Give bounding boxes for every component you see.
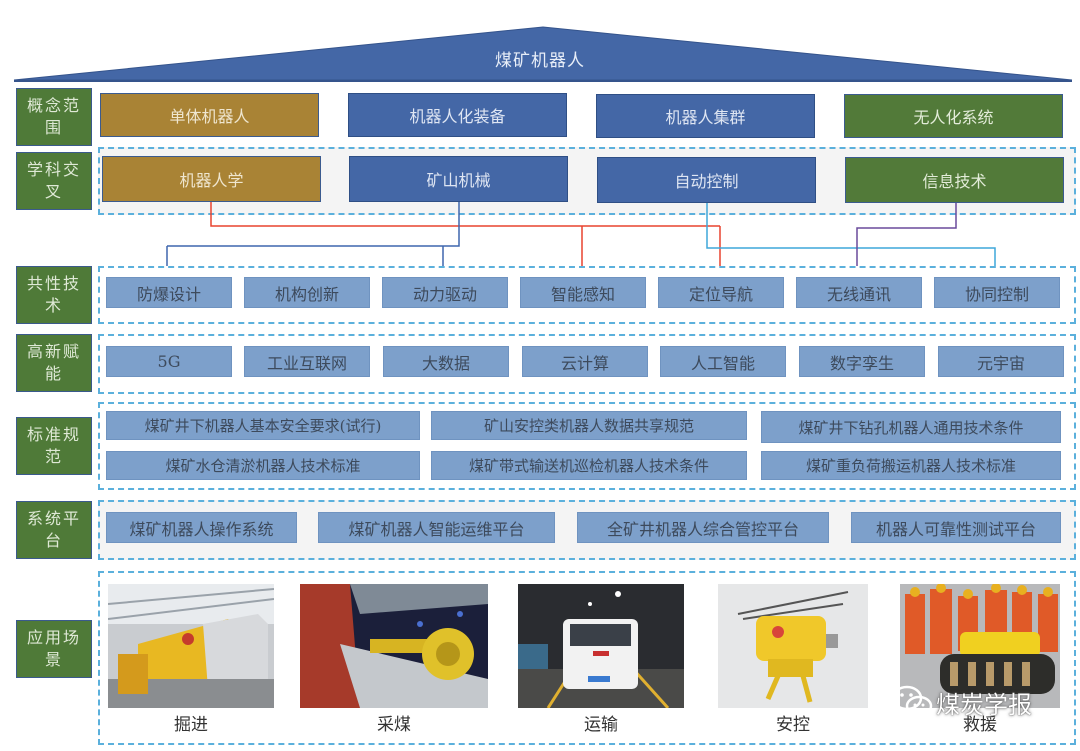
- standard-underground-safety: 煤矿井下机器人基本安全要求(试行): [106, 411, 420, 440]
- discipline-information-tech: 信息技术: [845, 157, 1064, 203]
- empower-big-data: 大数据: [383, 346, 509, 377]
- standard-sump-dredging: 煤矿水仓清淤机器人技术标准: [106, 451, 420, 480]
- wechat-icon: [891, 685, 933, 717]
- empower-digital-twin: 数字孪生: [799, 346, 925, 377]
- row-label-discipline: 学科交叉: [16, 152, 92, 210]
- empower-industrial-internet: 工业互联网: [244, 346, 370, 377]
- tech-cooperative-control: 协同控制: [934, 277, 1060, 308]
- standard-data-sharing: 矿山安控类机器人数据共享规范: [431, 411, 747, 440]
- scene-image-rescue: [900, 584, 1060, 708]
- discipline-mining-machinery: 矿山机械: [349, 156, 568, 202]
- watermark-text: 煤炭学报: [936, 690, 1032, 719]
- platform-mine-management: 全矿井机器人综合管控平台: [577, 512, 829, 543]
- concept-single-robot: 单体机器人: [100, 93, 319, 137]
- watermark: 煤炭学报: [890, 684, 1032, 720]
- row-label-platform: 系统平台: [16, 501, 92, 559]
- tech-positioning-navigation: 定位导航: [658, 277, 784, 308]
- standard-heavy-load-transport: 煤矿重负荷搬运机器人技术标准: [761, 451, 1061, 480]
- concept-robotized-equipment: 机器人化装备: [348, 93, 567, 137]
- discipline-automatic-control: 自动控制: [597, 157, 816, 203]
- scene-label-rescue: 救援: [963, 715, 997, 735]
- scene-image-coal-mining: [300, 584, 488, 708]
- tech-wireless-communication: 无线通讯: [796, 277, 922, 308]
- concept-robot-cluster: 机器人集群: [596, 94, 815, 138]
- tech-explosion-proof: 防爆设计: [106, 277, 232, 308]
- empower-5g: 5G: [106, 346, 232, 377]
- row-label-concept: 概念范围: [16, 88, 92, 146]
- row-label-standards: 标准规范: [16, 417, 92, 475]
- scene-label-safety-control: 安控: [776, 715, 810, 735]
- scene-image-transport: [518, 584, 684, 708]
- discipline-robotics: 机器人学: [102, 156, 321, 202]
- standard-drilling-robot: 煤矿井下钻孔机器人通用技术条件: [761, 411, 1061, 443]
- row-label-common-tech: 共性技术: [16, 266, 92, 324]
- tech-intelligent-perception: 智能感知: [520, 277, 646, 308]
- empower-metaverse: 元宇宙: [938, 346, 1064, 377]
- empower-ai: 人工智能: [660, 346, 786, 377]
- platform-reliability-testing: 机器人可靠性测试平台: [851, 512, 1061, 543]
- scene-image-safety-control: [718, 584, 868, 708]
- concept-unmanned-system: 无人化系统: [844, 94, 1063, 138]
- platform-operating-system: 煤矿机器人操作系统: [106, 512, 297, 543]
- row-label-application: 应用场景: [16, 620, 92, 678]
- scene-label-tunneling: 掘进: [174, 715, 208, 735]
- scene-label-transport: 运输: [584, 715, 618, 735]
- row-label-empowerment: 高新赋能: [16, 334, 92, 392]
- platform-smart-maintenance: 煤矿机器人智能运维平台: [318, 512, 555, 543]
- tech-power-drive: 动力驱动: [382, 277, 508, 308]
- empower-cloud-computing: 云计算: [522, 346, 648, 377]
- scene-label-coal-mining: 采煤: [377, 715, 411, 735]
- tech-mechanism-innovation: 机构创新: [244, 277, 370, 308]
- diagram-title: 煤矿机器人: [495, 51, 585, 71]
- roof-shape: [13, 26, 1073, 82]
- standard-belt-inspection: 煤矿带式输送机巡检机器人技术条件: [431, 451, 747, 480]
- scene-image-tunneling: [108, 584, 274, 708]
